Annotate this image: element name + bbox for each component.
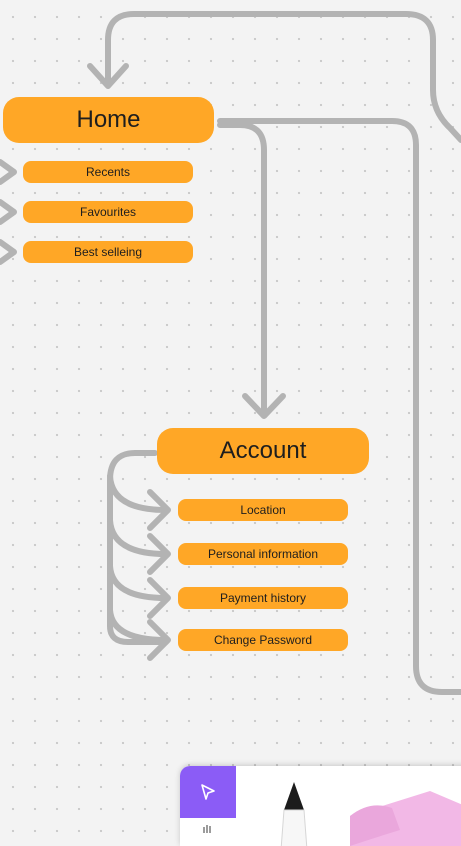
connector-account-location xyxy=(107,473,169,513)
node-home-label: Home xyxy=(76,106,141,133)
sticky-note-tool[interactable] xyxy=(340,786,461,846)
arrowhead-change-password xyxy=(147,619,171,661)
node-account[interactable]: Account xyxy=(157,428,369,474)
node-recents-label: Recents xyxy=(85,165,131,179)
arrowhead-home xyxy=(87,63,129,89)
connector-home-account xyxy=(217,122,267,417)
node-personal-information[interactable]: Personal information xyxy=(178,543,348,565)
node-home[interactable]: Home xyxy=(3,97,214,143)
connector-account-password xyxy=(107,607,169,643)
hand-tool-button[interactable] xyxy=(180,818,236,846)
arrowhead-personal-information xyxy=(147,533,171,575)
connector-return-to-home xyxy=(105,11,461,143)
select-tool-button[interactable] xyxy=(180,766,236,818)
node-account-label: Account xyxy=(219,437,307,464)
pen-tool[interactable] xyxy=(276,780,312,846)
node-payment-history[interactable]: Payment history xyxy=(178,587,348,609)
connector-account-personal xyxy=(107,517,169,557)
arrowhead-favourites xyxy=(0,199,17,225)
arrowhead-best-selling xyxy=(0,239,17,265)
cursor-arrow-icon xyxy=(201,784,215,800)
node-location-label: Location xyxy=(240,503,286,517)
hand-icon xyxy=(203,825,211,833)
node-personal-information-label: Personal information xyxy=(207,547,319,561)
connectors xyxy=(0,11,461,695)
node-favourites-label: Favourites xyxy=(79,205,137,219)
node-favourites[interactable]: Favourites xyxy=(23,201,193,223)
arrowhead-location xyxy=(147,489,171,531)
connector-home-right xyxy=(217,118,461,695)
arrowhead-account xyxy=(242,393,286,419)
arrowhead-recents xyxy=(0,159,17,185)
node-best-selling-label: Best selleing xyxy=(73,245,143,259)
node-payment-history-label: Payment history xyxy=(219,591,307,605)
tool-column xyxy=(180,766,236,846)
diagram-canvas[interactable]: Home Recents Favourites Best selleing Ac… xyxy=(0,0,461,829)
node-change-password-label: Change Password xyxy=(213,633,313,647)
node-best-selling[interactable]: Best selleing xyxy=(23,241,193,263)
arrowhead-payment-history xyxy=(147,577,171,619)
drawing-toolbar xyxy=(180,766,461,846)
connector-account-bracket xyxy=(107,450,169,645)
node-change-password[interactable]: Change Password xyxy=(178,629,348,651)
connector-account-payment xyxy=(107,563,169,601)
node-recents[interactable]: Recents xyxy=(23,161,193,183)
node-location[interactable]: Location xyxy=(178,499,348,521)
